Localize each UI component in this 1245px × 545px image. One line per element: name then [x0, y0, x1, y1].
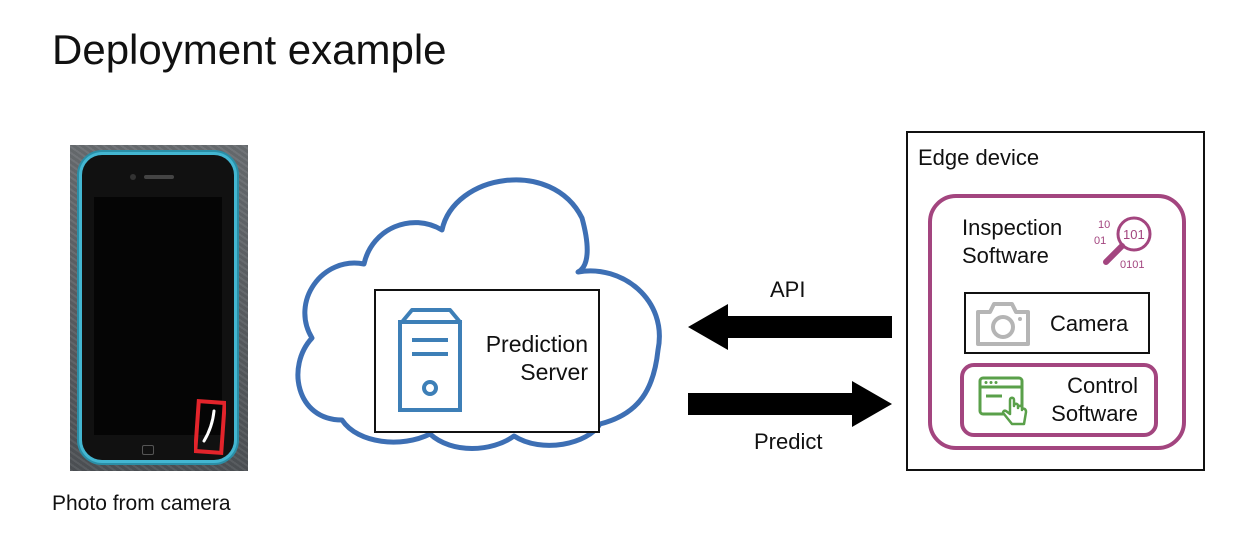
- prediction-server-label: Prediction Server: [470, 330, 588, 386]
- binary-search-icon: 10 01 101 0101: [1094, 216, 1152, 271]
- predict-arrow-right: [688, 381, 892, 427]
- photo-caption: Photo from camera: [52, 492, 231, 515]
- control-label-line1: Control: [1067, 373, 1138, 398]
- phone-image: [82, 155, 234, 460]
- page-title: Deployment example: [52, 26, 447, 73]
- inspection-software-box: [928, 194, 1186, 450]
- phone-screen: [94, 197, 226, 455]
- inspection-label-line1: Inspection: [962, 215, 1063, 240]
- binary-text-101: 101: [1123, 227, 1145, 242]
- binary-text-10: 10: [1098, 219, 1110, 231]
- server-icon: [398, 308, 462, 412]
- inspection-label-line2: Software: [962, 243, 1049, 268]
- inspection-software-label: Inspection Software: [962, 214, 1062, 270]
- control-software-box: [960, 363, 1158, 437]
- control-label-line2: Software: [1051, 401, 1138, 426]
- phone-camera-lens: [130, 174, 136, 180]
- edge-device-label: Edge device: [918, 145, 1040, 170]
- camera-icon: [976, 302, 1030, 346]
- api-arrow-label: API: [770, 277, 806, 302]
- predict-arrow-label: Predict: [754, 429, 823, 454]
- binary-text-01: 01: [1094, 235, 1106, 247]
- scratch-defect-marker: [194, 399, 226, 455]
- phone-photo: [70, 145, 248, 471]
- phone-speaker: [144, 175, 174, 179]
- browser-click-icon: [978, 376, 1028, 426]
- control-software-label: Control Software: [1030, 372, 1138, 428]
- binary-text-0101: 0101: [1120, 259, 1144, 271]
- server-label-line1: Prediction: [485, 331, 588, 357]
- server-label-line2: Server: [520, 359, 588, 385]
- camera-label: Camera: [1050, 311, 1129, 336]
- api-arrow-left: [688, 304, 892, 350]
- phone-home-button: [142, 445, 154, 455]
